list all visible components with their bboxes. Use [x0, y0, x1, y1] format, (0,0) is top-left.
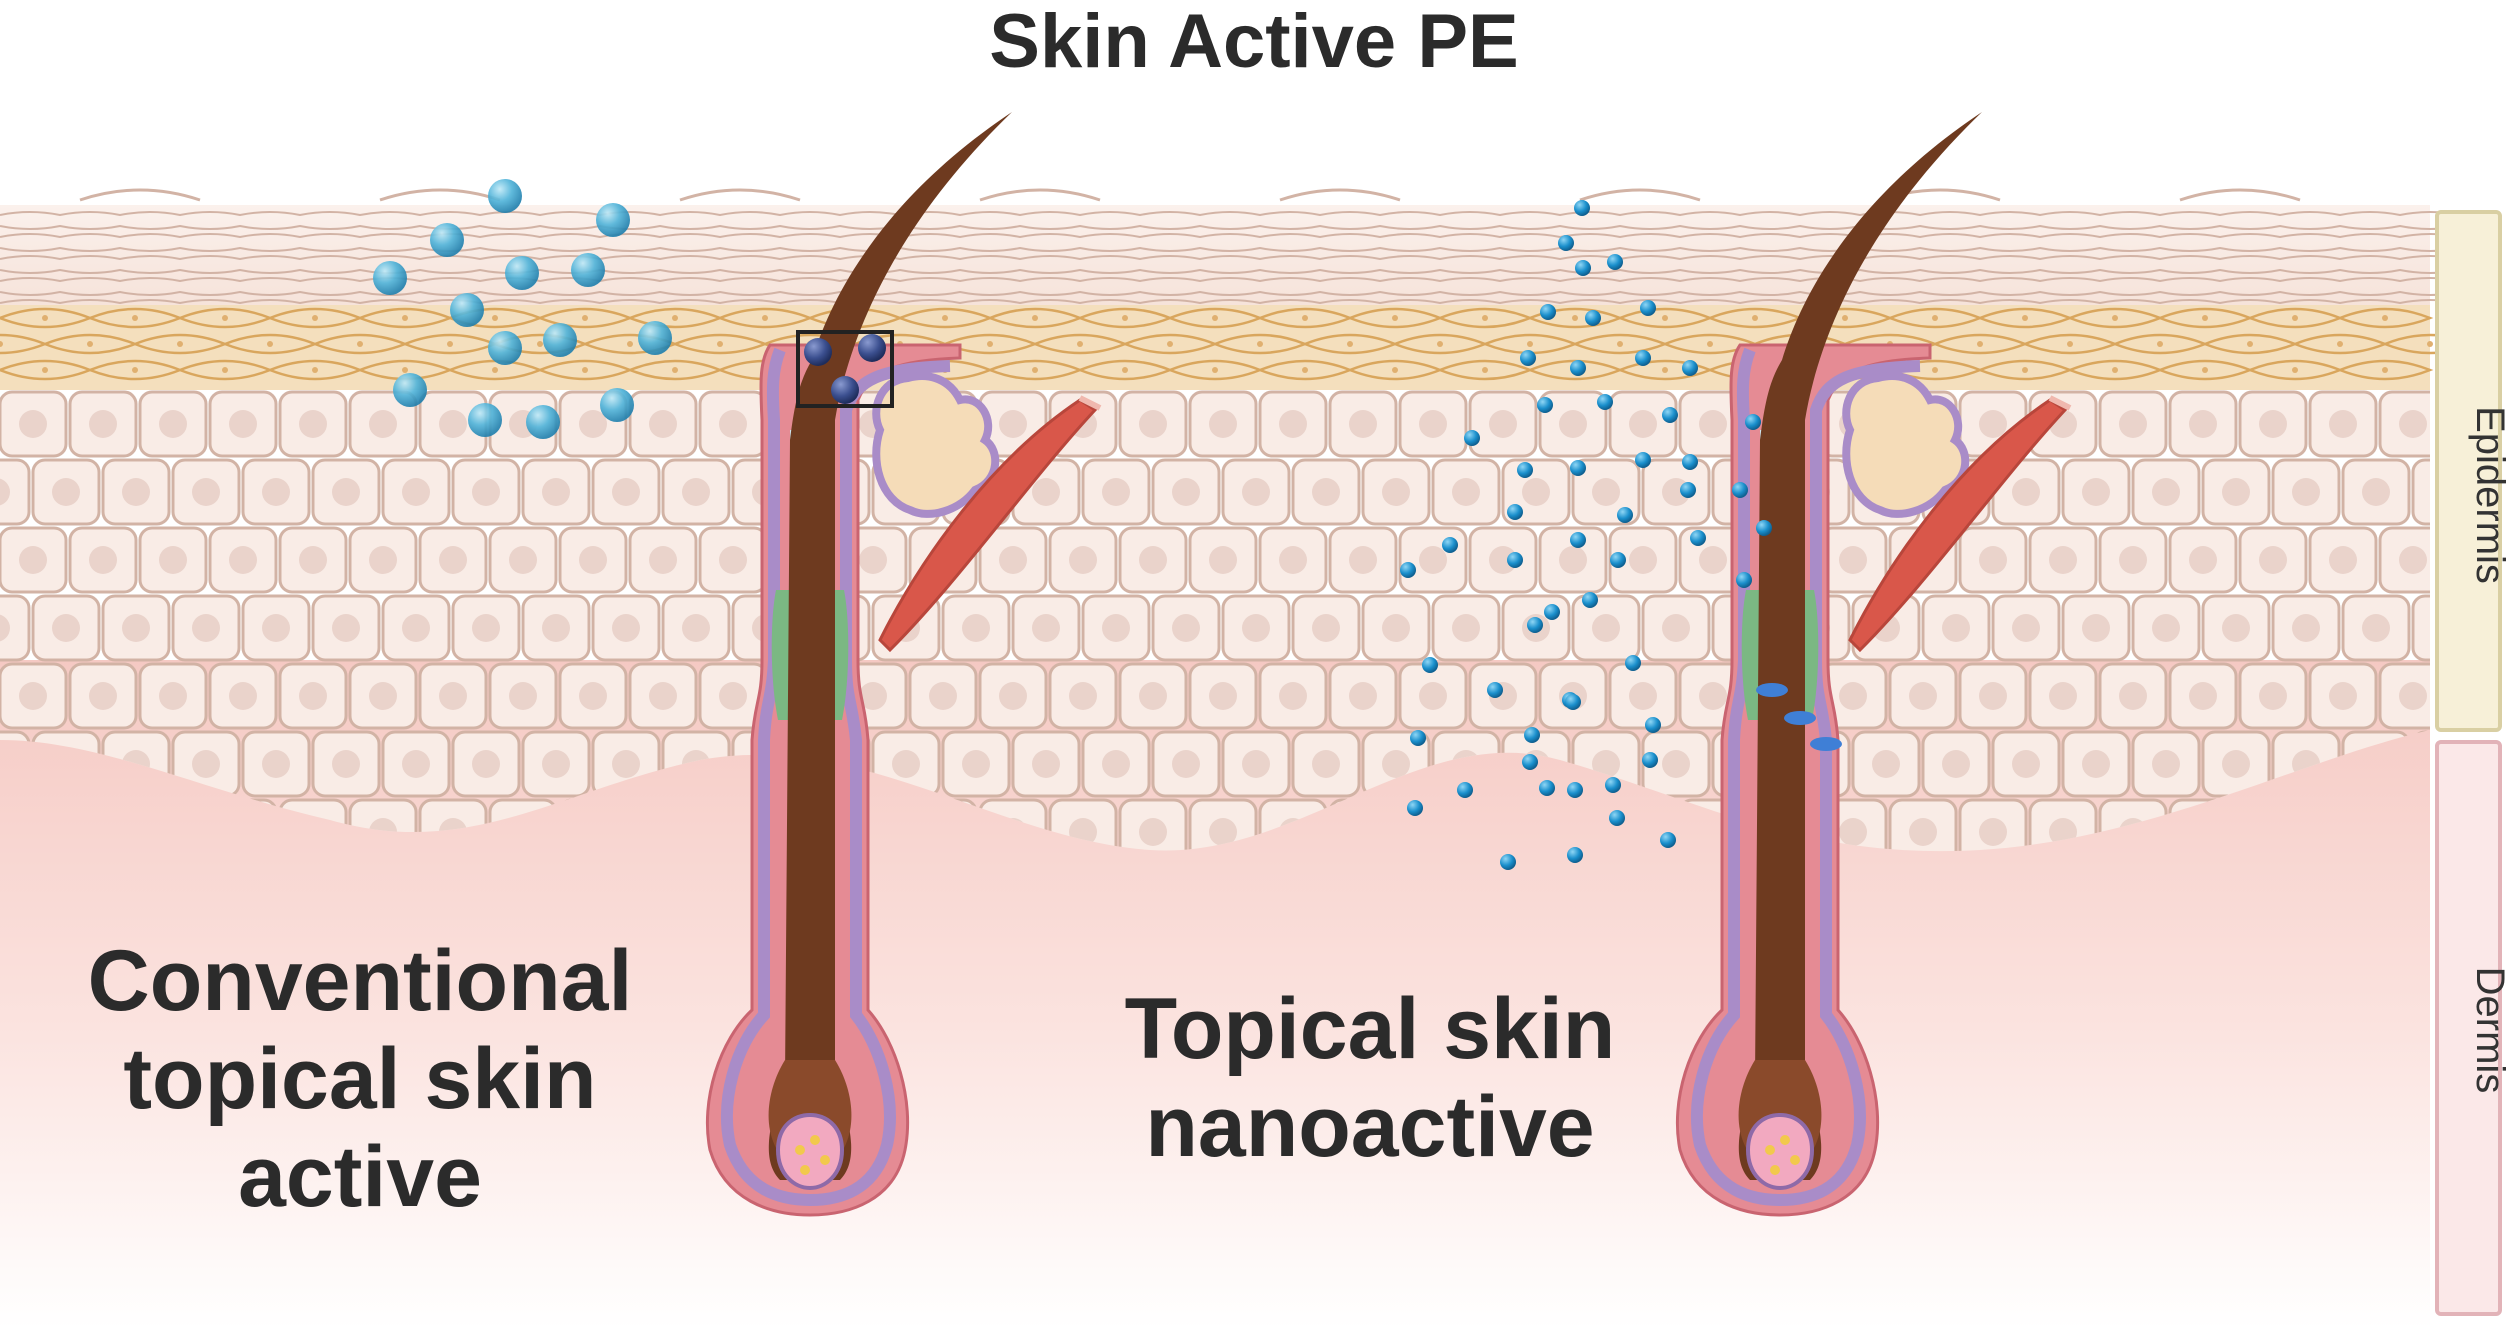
stratum-corneum — [0, 205, 2430, 305]
dermis-bar — [2435, 740, 2502, 1316]
active-particles — [373, 179, 1772, 870]
label-nanoactive: Topical skin nanoactive — [1124, 981, 1616, 1175]
label-conventional-active: Conventional topical skin active — [87, 933, 633, 1225]
epidermis-bar — [2435, 210, 2502, 732]
highlight-box — [796, 330, 894, 408]
corneum-layers — [0, 188, 2461, 305]
figure-title: Skin Active PE — [989, 0, 1519, 84]
hair-follicle-right — [1675, 112, 2072, 1217]
hair-follicle-left — [705, 112, 1102, 1217]
dermis-label: Dermis — [2468, 966, 2508, 1094]
epidermis-label: Epidermis — [2468, 406, 2508, 584]
